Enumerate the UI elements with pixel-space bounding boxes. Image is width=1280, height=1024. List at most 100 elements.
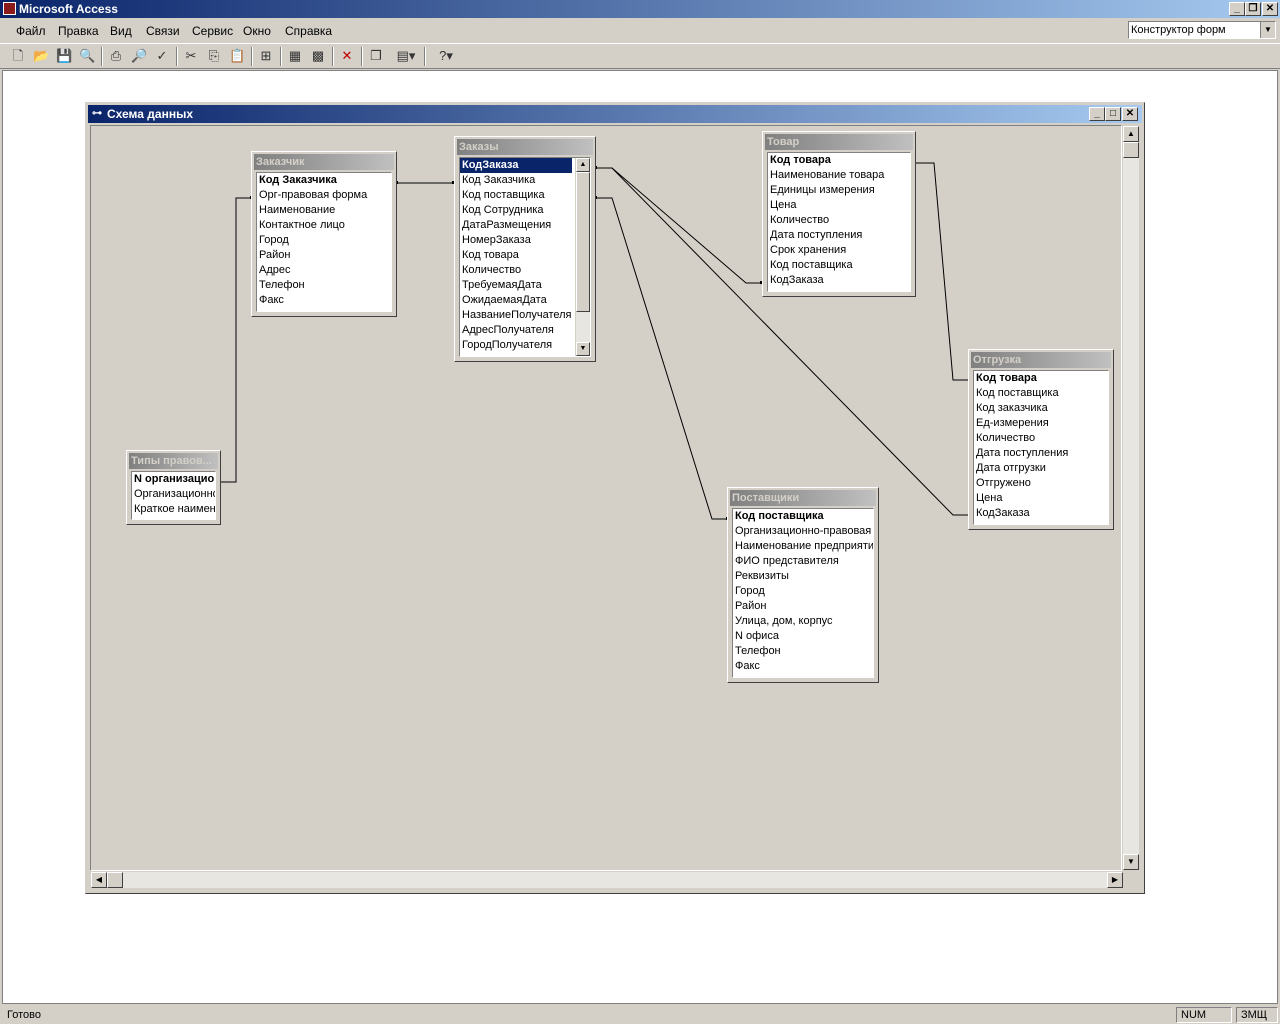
field-item[interactable]: Код поставщика: [735, 510, 824, 522]
menu-relationships[interactable]: Связи: [146, 24, 180, 38]
field-item[interactable]: КодЗаказа: [460, 158, 572, 173]
field-item[interactable]: Адрес: [259, 264, 291, 276]
field-item[interactable]: Улица, дом, корпус: [735, 615, 833, 627]
field-item[interactable]: Цена: [770, 199, 797, 211]
field-item[interactable]: Количество: [770, 214, 830, 226]
field-item[interactable]: Количество: [462, 264, 522, 276]
scroll-up-icon[interactable]: ▲: [1123, 126, 1139, 142]
table-postavshiki[interactable]: Поставщики Код поставщика Организационно…: [727, 487, 879, 683]
chevron-down-icon[interactable]: ▼: [1260, 22, 1275, 38]
paste-icon[interactable]: 📋: [229, 48, 246, 63]
field-item[interactable]: Орг-правовая форма: [259, 189, 368, 201]
field-item[interactable]: ФИО представителя: [735, 555, 839, 567]
scroll-left-icon[interactable]: ◀: [91, 872, 107, 888]
new-object-icon[interactable]: ▤▾: [396, 48, 416, 63]
table-zakazchik[interactable]: Заказчик Код Заказчика Орг-правовая форм…: [251, 151, 397, 317]
relationships-window-title-bar[interactable]: ⊶ Схема данных _ □ ✕: [88, 105, 1142, 123]
search-file-icon[interactable]: 🔍: [79, 48, 96, 63]
field-item[interactable]: Организационно-: [134, 488, 216, 500]
field-item[interactable]: ОжидаемаяДата: [462, 294, 547, 306]
app-title-bar[interactable]: Microsoft Access _ ❐ ✕: [0, 0, 1280, 18]
field-item[interactable]: Количество: [976, 432, 1036, 444]
field-item[interactable]: Код Заказчика: [462, 174, 536, 186]
field-item[interactable]: Реквизиты: [735, 570, 789, 582]
field-item[interactable]: Район: [259, 249, 291, 261]
vertical-scrollbar[interactable]: ▲ ▼: [1123, 126, 1139, 870]
field-item[interactable]: Наименование предприятия: [735, 540, 874, 552]
field-item[interactable]: Цена: [976, 492, 1003, 504]
field-item[interactable]: Телефон: [259, 279, 305, 291]
field-item[interactable]: ГородПолучателя: [462, 339, 553, 351]
field-item[interactable]: Дата поступления: [976, 447, 1069, 459]
field-item[interactable]: Код Заказчика: [259, 174, 337, 186]
field-item[interactable]: Город: [259, 234, 289, 246]
table-title[interactable]: Товар: [765, 134, 913, 150]
field-list-scrollbar[interactable]: ▲ ▼: [575, 158, 590, 356]
field-item[interactable]: КодЗаказа: [976, 507, 1030, 519]
field-item[interactable]: Дата поступления: [770, 229, 863, 241]
field-item[interactable]: Ед-измерения: [976, 417, 1049, 429]
field-item[interactable]: Город: [735, 585, 765, 597]
menu-view[interactable]: Вид: [110, 24, 132, 38]
field-item[interactable]: Краткое наимен: [134, 503, 216, 515]
table-title[interactable]: Типы правов...: [129, 453, 218, 469]
scroll-right-icon[interactable]: ▶: [1107, 872, 1123, 888]
field-item[interactable]: Организационно-правовая: [735, 525, 872, 537]
table-title[interactable]: Отгрузка: [971, 352, 1111, 368]
field-item[interactable]: N организационн: [134, 473, 215, 485]
database-window-icon[interactable]: ❐: [370, 48, 382, 63]
menu-window[interactable]: Окно: [243, 24, 271, 38]
child-minimize-button[interactable]: _: [1089, 107, 1105, 121]
save-icon[interactable]: 💾: [56, 48, 73, 63]
field-item[interactable]: АдресПолучателя: [462, 324, 554, 336]
scroll-thumb[interactable]: [1123, 142, 1139, 158]
field-item[interactable]: Код поставщика: [976, 387, 1059, 399]
field-item[interactable]: КодЗаказа: [770, 274, 824, 286]
cut-icon[interactable]: ✂: [185, 48, 197, 63]
minimize-button[interactable]: _: [1229, 2, 1245, 16]
scroll-down-icon[interactable]: ▼: [1123, 854, 1139, 870]
table-title[interactable]: Заказы: [457, 139, 593, 155]
show-table-icon[interactable]: ⊞: [260, 48, 272, 63]
field-item[interactable]: Наименование: [259, 204, 336, 216]
field-item[interactable]: Факс: [259, 294, 284, 306]
table-title[interactable]: Поставщики: [730, 490, 876, 506]
field-item[interactable]: Район: [735, 600, 767, 612]
field-item[interactable]: N офиса: [735, 630, 779, 642]
child-maximize-button[interactable]: □: [1105, 107, 1121, 121]
field-item[interactable]: НазваниеПолучателя: [462, 309, 572, 321]
field-item[interactable]: Дата отгрузки: [976, 462, 1046, 474]
field-item[interactable]: Срок хранения: [770, 244, 847, 256]
menu-tools[interactable]: Сервис: [192, 24, 234, 38]
field-item[interactable]: ДатаРазмещения: [462, 219, 552, 231]
menu-edit[interactable]: Правка: [58, 24, 99, 38]
field-item[interactable]: Единицы измерения: [770, 184, 875, 196]
restore-button[interactable]: ❐: [1245, 2, 1261, 16]
field-item[interactable]: Код товара: [462, 249, 519, 261]
child-close-button[interactable]: ✕: [1122, 107, 1138, 121]
field-item[interactable]: Код поставщика: [462, 189, 545, 201]
print-preview-icon[interactable]: 🔎: [131, 48, 148, 63]
field-item[interactable]: Код товара: [976, 372, 1037, 384]
show-direct-icon[interactable]: ▦: [288, 48, 302, 63]
horizontal-scrollbar[interactable]: ◀ ▶: [91, 872, 1123, 888]
table-tovar[interactable]: Товар Код товара Наименование товара Еди…: [762, 131, 916, 297]
field-item[interactable]: Телефон: [735, 645, 781, 657]
new-file-icon[interactable]: 🗋: [12, 48, 24, 63]
field-item[interactable]: Отгружено: [976, 477, 1031, 489]
field-item[interactable]: Контактное лицо: [259, 219, 345, 231]
table-title[interactable]: Заказчик: [254, 154, 394, 170]
form-designer-combo[interactable]: Конструктор форм ▼: [1128, 21, 1276, 39]
field-item[interactable]: Код заказчика: [976, 402, 1048, 414]
menu-help[interactable]: Справка: [285, 24, 333, 38]
hscroll-thumb[interactable]: [107, 872, 123, 888]
scroll-up-icon[interactable]: ▲: [576, 158, 590, 172]
field-item[interactable]: Код поставщика: [770, 259, 853, 271]
field-item[interactable]: Код Сотрудника: [462, 204, 544, 216]
table-zakazy[interactable]: Заказы КодЗаказа Код Заказчика Код поста…: [454, 136, 596, 362]
field-item[interactable]: Код товара: [770, 154, 831, 166]
field-item[interactable]: НомерЗаказа: [462, 234, 531, 246]
table-otgruzka[interactable]: Отгрузка Код товара Код поставщика Код з…: [968, 349, 1114, 530]
scroll-down-icon[interactable]: ▼: [576, 342, 590, 356]
field-item[interactable]: Факс: [735, 660, 760, 672]
